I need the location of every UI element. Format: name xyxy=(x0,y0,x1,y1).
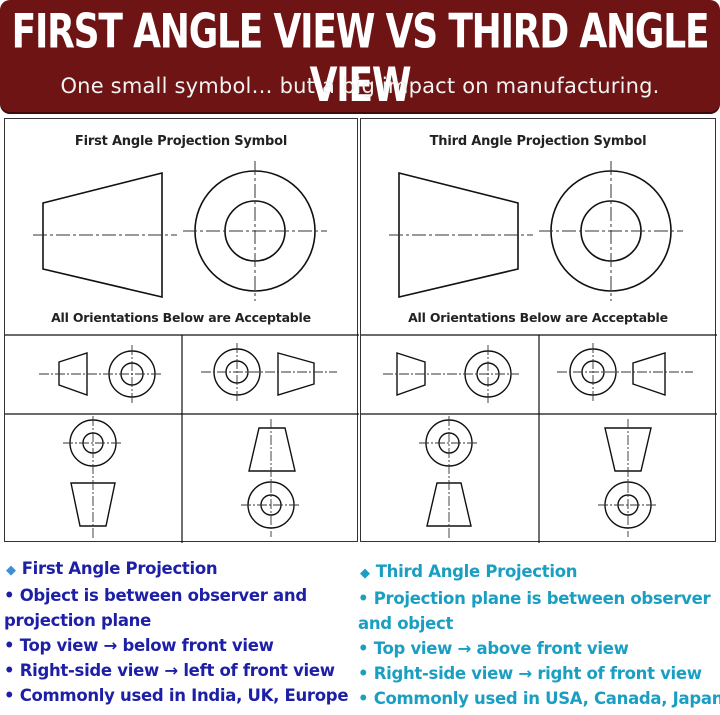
first-orientations-note: All Orientations Below are Acceptable xyxy=(51,310,311,325)
third-notes-heading-row: ◆ Third Angle Projection xyxy=(358,559,718,586)
first-notes-heading-row: ◆ First Angle Projection xyxy=(4,556,356,583)
third-notes-line3: • Top view → above front view xyxy=(358,639,629,658)
third-notes-line5: • Commonly used in USA, Canada, Japan xyxy=(358,689,720,708)
first-notes-line2: projection plane xyxy=(4,611,152,630)
first-notes-line5: • Commonly used in India, UK, Europe xyxy=(4,686,349,705)
banner-title: FIRST ANGLE VIEW VS THIRD ANGLE VIEW xyxy=(11,6,710,113)
first-notes-line3: • Top view → below front view xyxy=(4,636,274,655)
third-main-frustum-view xyxy=(398,171,519,299)
diamond-bullet-icon: ◆ xyxy=(6,563,16,578)
first-angle-panel: First Angle Projection Symbol All Orient… xyxy=(4,118,359,543)
first-angle-notes: ◆ First Angle Projection • Object is betw… xyxy=(4,556,356,708)
third-orientations-note: All Orientations Below are Acceptable xyxy=(408,310,668,325)
first-angle-drawing xyxy=(5,161,359,543)
third-notes-line1: • Projection plane is between observer xyxy=(358,589,711,608)
first-main-frustum-view xyxy=(42,171,163,299)
third-notes-heading: Third Angle Projection xyxy=(375,562,578,581)
third-angle-notes: ◆ Third Angle Projection • Projection pla… xyxy=(358,559,720,711)
third-symbol-title: Third Angle Projection Symbol xyxy=(429,134,647,149)
banner-subtitle: One small symbol… but a big impact on ma… xyxy=(60,74,660,98)
title-banner: FIRST ANGLE VIEW VS THIRD ANGLE VIEW One… xyxy=(0,0,720,113)
third-angle-panel: Third Angle Projection Symbol All Orient… xyxy=(360,118,717,543)
third-notes-line2: and object xyxy=(358,614,454,633)
first-notes-line4: • Right-side view → left of front view xyxy=(4,661,335,680)
first-symbol-title: First Angle Projection Symbol xyxy=(74,134,288,149)
diamond-bullet-icon: ◆ xyxy=(360,566,370,581)
third-angle-drawing xyxy=(361,161,717,543)
third-notes-line4: • Right-side view → right of front view xyxy=(358,664,702,683)
first-notes-line1: • Object is between observer and xyxy=(4,586,307,605)
first-notes-heading: First Angle Projection xyxy=(21,559,218,578)
